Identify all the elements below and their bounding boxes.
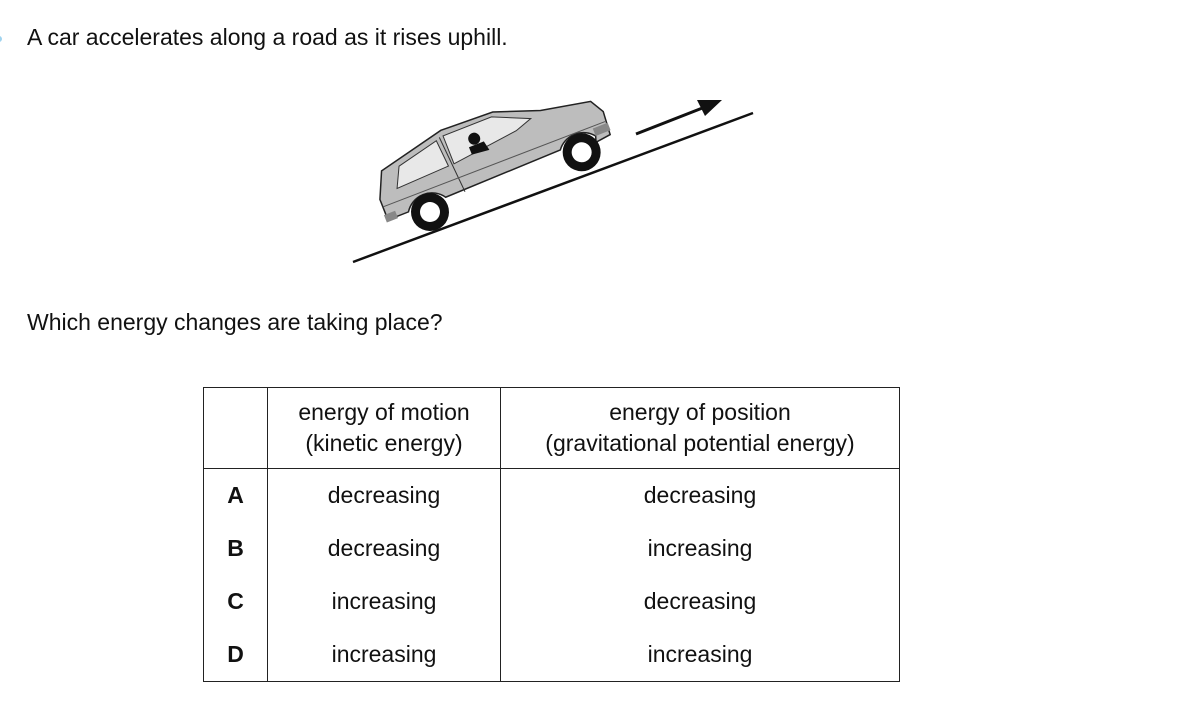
- direction-arrow-icon: [635, 100, 722, 136]
- table-row: C increasing decreasing: [203, 575, 900, 628]
- option-letter: B: [203, 522, 268, 575]
- car-icon: [379, 100, 612, 231]
- question-marker: [0, 36, 2, 42]
- potential-cell: decreasing: [500, 468, 900, 522]
- road-line: [352, 111, 754, 264]
- kinetic-cell: decreasing: [267, 522, 501, 575]
- answer-table: energy of motion(kinetic energy) energy …: [203, 387, 900, 682]
- option-letter: D: [203, 628, 268, 682]
- header-blank: [203, 387, 268, 469]
- header-kinetic: energy of motion(kinetic energy): [267, 387, 501, 469]
- header-potential: energy of position(gravitational potenti…: [500, 387, 900, 469]
- potential-cell: increasing: [500, 522, 900, 575]
- potential-cell: increasing: [500, 628, 900, 682]
- table-header-row: energy of motion(kinetic energy) energy …: [203, 387, 900, 469]
- kinetic-cell: decreasing: [267, 468, 501, 522]
- car-uphill-illustration: [352, 100, 754, 264]
- kinetic-cell: increasing: [267, 575, 501, 628]
- question-text: A car accelerates along a road as it ris…: [27, 24, 508, 50]
- table-row: D increasing increasing: [203, 628, 900, 682]
- option-letter: A: [203, 468, 268, 522]
- table-row: B decreasing increasing: [203, 522, 900, 575]
- potential-cell: decreasing: [500, 575, 900, 628]
- table-row: A decreasing decreasing: [203, 468, 900, 522]
- prompt-text: Which energy changes are taking place?: [27, 309, 443, 335]
- option-letter: C: [203, 575, 268, 628]
- kinetic-cell: increasing: [267, 628, 501, 682]
